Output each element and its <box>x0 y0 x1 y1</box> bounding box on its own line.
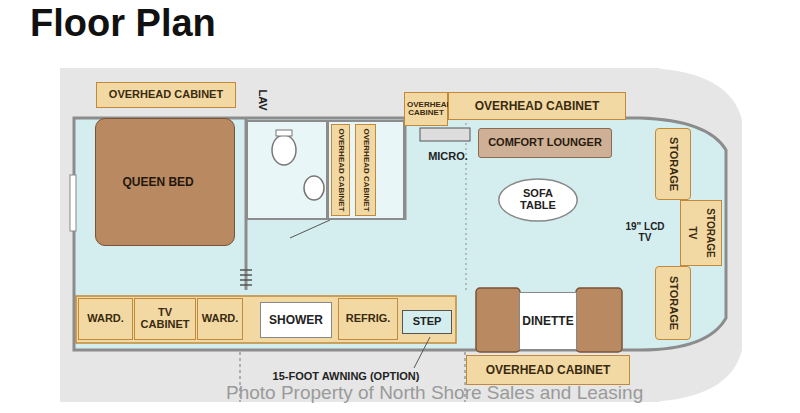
fixture-box: OVERHEAD CABINET <box>355 124 376 216</box>
microwave <box>420 128 470 141</box>
awning-label: 15-FOOT AWNING (OPTION) <box>273 371 420 383</box>
fixture-label: STORAGE <box>705 208 716 257</box>
fixture-label: OVERHEAD CABINET <box>361 128 369 211</box>
title: Floor Plan <box>30 2 216 45</box>
fixture-label: OVERHEAD CABINET <box>109 89 223 101</box>
fixture-box: OVERHEAD CABINET <box>404 92 448 126</box>
wall <box>404 118 407 220</box>
step-line <box>240 284 252 286</box>
leader-line <box>414 337 430 368</box>
door-swing <box>290 220 330 238</box>
step-line <box>240 274 252 276</box>
fixture-box: QUEEN BED <box>95 118 235 246</box>
fixture-box: OVERHEAD CABINET <box>466 355 630 385</box>
fixture-label: WARD. <box>202 313 239 325</box>
fixture-label: SHOWER <box>269 314 323 327</box>
fixture-label: DINETTE <box>522 315 573 328</box>
sink <box>304 176 324 200</box>
fixture-label: WARD. <box>87 313 124 325</box>
dinette-seat <box>476 288 520 352</box>
toilet-tank <box>276 130 292 136</box>
fixture-label: STORAGE <box>667 137 679 191</box>
entry-steps <box>240 270 252 285</box>
appliance-label: MICRO. <box>428 151 468 163</box>
watermark: Photo Property of North Shore Sales and … <box>226 383 643 403</box>
fixture-label: TV <box>687 227 698 240</box>
fixture-label: OVERHEAD CABINET <box>336 128 344 211</box>
fixture-label: REFRIG. <box>346 313 391 325</box>
wall <box>466 118 467 290</box>
fixture-box: OVERHEAD CABINET <box>448 92 626 120</box>
fixture-label: OVERHEAD CABINET <box>407 101 445 118</box>
fixture-box: SHOWER <box>260 302 332 338</box>
fixture-label: OVERHEAD CABINET <box>475 100 600 113</box>
fixture-box: STORAGE <box>655 266 691 340</box>
fixture-box: STEP <box>402 310 452 334</box>
fixture-box: TV CABINET <box>134 298 196 340</box>
bathroom-floor <box>247 121 327 219</box>
step-line <box>240 279 252 281</box>
fixture-box: STORAGE TV <box>680 200 722 266</box>
fixture-box: REFRIG. <box>338 298 398 340</box>
tv-label: 19" LCD TV <box>624 222 666 243</box>
fixture-label: STORAGE <box>667 276 679 330</box>
fixture-label: QUEEN BED <box>122 176 193 189</box>
fixture-label: TV CABINET <box>137 307 193 330</box>
dinette-seat <box>576 288 622 352</box>
fixture-box: OVERHEAD CABINET <box>96 82 236 108</box>
entry-door <box>70 175 76 231</box>
fixture-label: OVERHEAD CABINET <box>486 364 611 377</box>
room-label: LAV <box>256 89 268 110</box>
fixture-label: SOFA TABLE <box>510 188 566 211</box>
step-line <box>240 269 252 271</box>
fixture-box: COMFORT LOUNGER <box>478 128 612 158</box>
ellipse-shape <box>499 179 577 221</box>
fixture-box: OVERHEAD CABINET <box>331 124 350 216</box>
fixture-label: STEP <box>413 316 442 328</box>
cabinet-row <box>76 296 456 343</box>
fixture-box: WARD. <box>197 298 243 340</box>
closet-floor <box>328 121 404 219</box>
fixture-box: STORAGE <box>655 128 691 200</box>
wall <box>245 118 248 290</box>
table-ellipse: SOFA TABLE <box>498 178 578 222</box>
fixture-box: WARD. <box>78 298 133 340</box>
fixture-label: COMFORT LOUNGER <box>488 137 602 149</box>
toilet <box>272 135 296 165</box>
fixture-box: DINETTE <box>519 292 577 350</box>
floor-area <box>74 118 726 350</box>
